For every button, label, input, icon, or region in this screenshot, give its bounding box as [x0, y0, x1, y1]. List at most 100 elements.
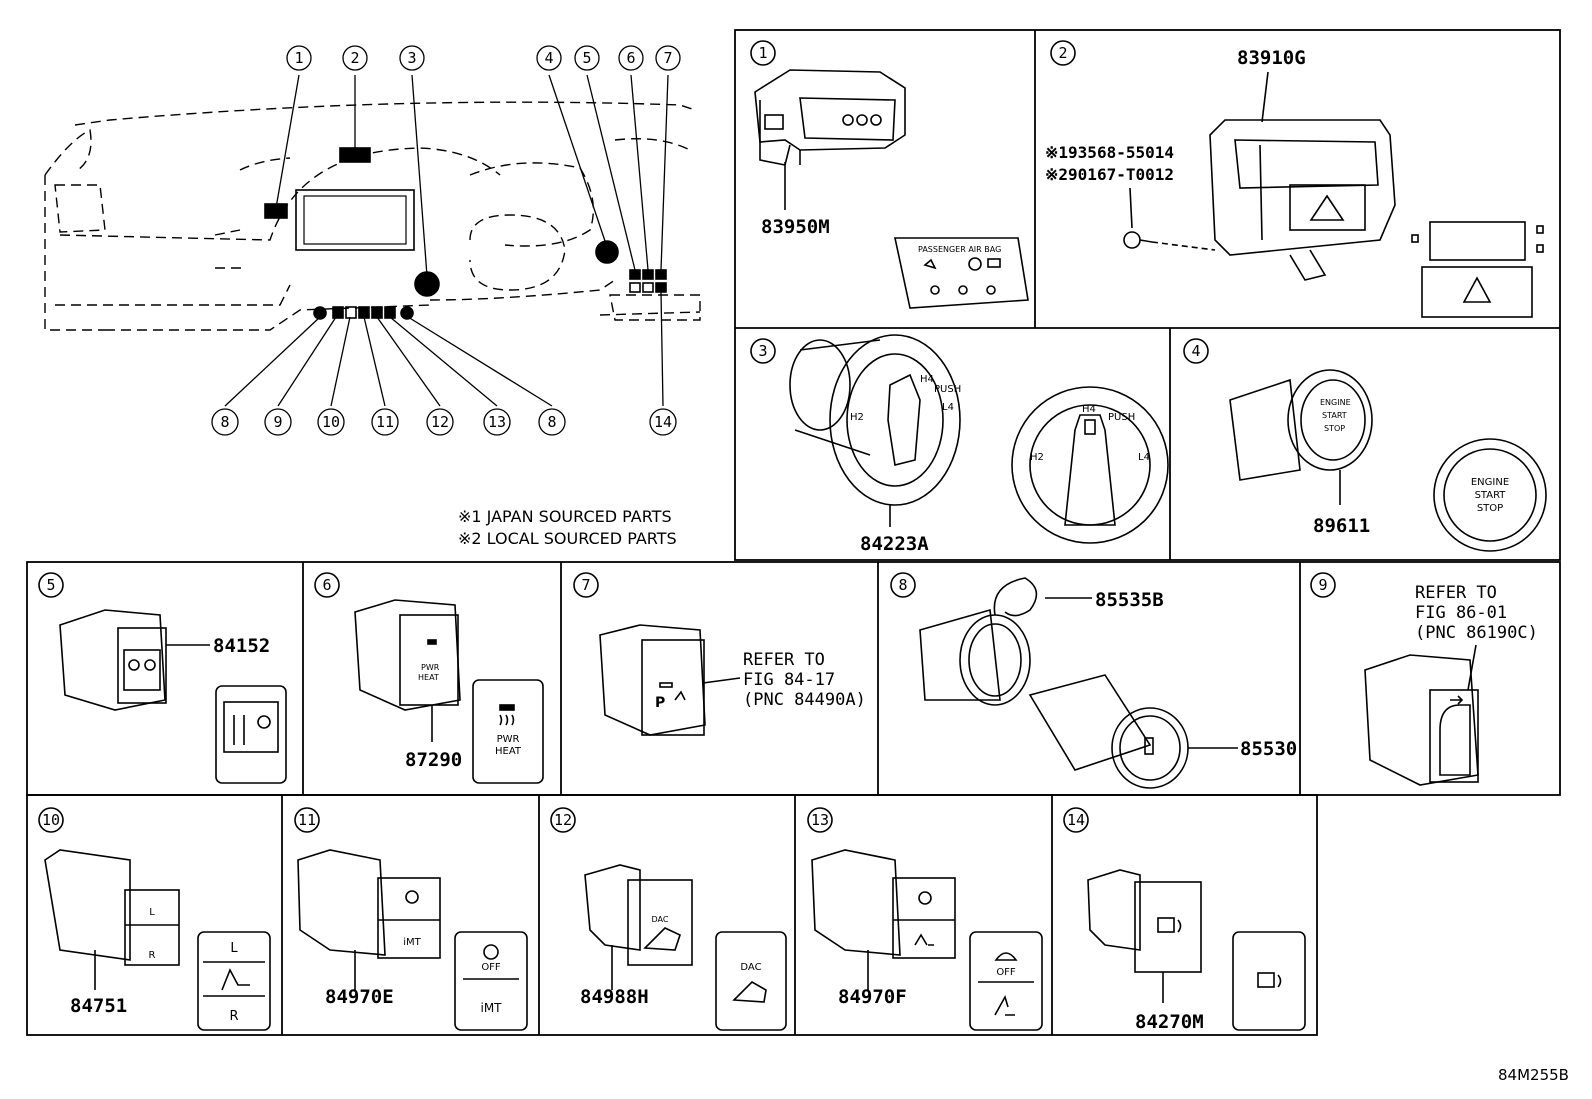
svg-text:6: 6	[322, 576, 331, 594]
svg-text:L: L	[149, 907, 155, 918]
svg-text:10: 10	[322, 413, 340, 431]
svg-text:84270M: 84270M	[1135, 1011, 1204, 1033]
callout-row-bottom: 8 9 10 11 12 13 8 14	[211, 408, 677, 436]
svg-text:H2: H2	[1030, 452, 1044, 463]
panel-9: 9 REFER TO FIG 86-01 (PNC 86190C)	[1310, 572, 1538, 786]
engine-start-button-assembly: ENGINE START STOP	[1229, 369, 1373, 481]
svg-text:OFF: OFF	[481, 962, 501, 973]
svg-text:PUSH: PUSH	[934, 384, 961, 395]
svg-text:9: 9	[1318, 576, 1327, 594]
transfer-knob-detail: H4 PUSH H2 L4	[1011, 386, 1169, 544]
panel-frames	[26, 29, 1561, 1036]
svg-text:2: 2	[350, 49, 359, 67]
svg-text:ENGINE: ENGINE	[1471, 477, 1509, 488]
svg-text:※193568-55014: ※193568-55014	[1045, 143, 1174, 162]
callout-row-top: 1 2 3 4 5 6 7	[286, 45, 681, 71]
panel-14: 14 84270M	[1063, 807, 1306, 1033]
svg-text:8: 8	[898, 576, 907, 594]
svg-text:89611: 89611	[1313, 515, 1370, 537]
rear-defogger-switch	[1087, 869, 1202, 973]
svg-text:※290167-T0012: ※290167-T0012	[1045, 165, 1174, 184]
sourcing-notes: ※1 JAPAN SOURCED PARTS ※2 LOCAL SOURCED …	[458, 507, 677, 548]
svg-text:83950M: 83950M	[761, 216, 830, 238]
svg-text:14: 14	[1067, 811, 1085, 829]
screw-icon	[1123, 231, 1153, 249]
svg-text:87290: 87290	[405, 749, 462, 771]
panel-2: 2 83910G ※193568-55014 ※290167-T0012	[1045, 40, 1544, 318]
svg-text:L: L	[230, 941, 238, 956]
svg-text:2: 2	[1058, 44, 1067, 62]
svg-text:START: START	[1322, 411, 1347, 420]
svg-text:1: 1	[758, 44, 767, 62]
svg-text:10: 10	[42, 811, 60, 829]
svg-text:4: 4	[1191, 342, 1200, 360]
svg-text:DAC: DAC	[652, 915, 669, 924]
figure-id: 84M255B	[1498, 1066, 1569, 1084]
svg-text:12: 12	[554, 811, 572, 829]
svg-text:HEAT: HEAT	[495, 746, 522, 757]
svg-text:L4: L4	[1138, 452, 1150, 463]
svg-text:R: R	[149, 950, 156, 961]
dashboard-overview: 1 2 3 4 5 6 7 8 9 10 11 12 13 8 14	[44, 45, 701, 436]
panel-10: 10 L R 84751 L R	[38, 807, 271, 1031]
usb-port	[1364, 654, 1479, 786]
svg-text:H2: H2	[850, 412, 864, 423]
svg-text:PWR: PWR	[421, 663, 440, 672]
transfer-selector-assembly: H4 PUSH L4 H2	[789, 334, 961, 506]
svg-text:11: 11	[376, 413, 394, 431]
svg-text:PWR: PWR	[497, 734, 520, 745]
svg-text:(PNC 86190C): (PNC 86190C)	[1415, 623, 1538, 643]
headlamp-leveling-detail	[215, 685, 287, 784]
svg-text:ENGINE: ENGINE	[1320, 398, 1351, 407]
svg-text:1: 1	[294, 49, 303, 67]
panel-3: 3 H4 PUSH L4 H2 84223A H4 PUSH H2 L4	[750, 334, 1169, 555]
svg-text:84152: 84152	[213, 635, 270, 657]
svg-text:PUSH: PUSH	[1108, 412, 1135, 423]
hazard-switch-detail	[1411, 221, 1544, 318]
svg-text:DAC: DAC	[740, 962, 761, 973]
power-outlet-cap	[1028, 674, 1189, 789]
svg-text:R: R	[229, 1009, 238, 1024]
traction-control-switch	[811, 849, 956, 959]
power-outlet-socket	[919, 577, 1038, 706]
svg-text:FIG 84-17: FIG 84-17	[743, 670, 835, 690]
svg-text:H4: H4	[1082, 404, 1096, 415]
panel-5: 5 84152	[38, 572, 287, 784]
airbag-label-detail: PASSENGER AIR BAG	[894, 237, 1029, 309]
svg-text:4: 4	[544, 49, 553, 67]
passenger-airbag-indicator	[754, 69, 906, 210]
svg-text:84751: 84751	[70, 995, 127, 1017]
panel-12: 12 DAC 84988H DAC	[550, 807, 787, 1031]
panel-11: 11 iMT 84970E OFF iMT	[294, 807, 528, 1031]
svg-text:FIG 86-01: FIG 86-01	[1415, 603, 1507, 623]
traction-control-detail: OFF	[969, 931, 1043, 1031]
seat-heater-switch: L R	[44, 849, 180, 966]
svg-text:3: 3	[407, 49, 416, 67]
svg-text:6: 6	[626, 49, 635, 67]
svg-text:84988H: 84988H	[580, 986, 649, 1008]
panel-7: 7 P REFER TO FIG 84-17 (PNC 84490A)	[573, 572, 866, 736]
svg-text:84970F: 84970F	[838, 986, 907, 1008]
svg-text:REFER TO: REFER TO	[743, 650, 825, 670]
svg-text:5: 5	[582, 49, 591, 67]
parking-sensor-switch: P	[599, 624, 706, 736]
svg-text:7: 7	[663, 49, 672, 67]
svg-text:84223A: 84223A	[860, 533, 929, 555]
dac-switch: DAC	[584, 864, 693, 966]
panel-1: 1 83950M PASSENGER AIR BAG	[750, 40, 1029, 309]
power-heat-detail: PWR HEAT	[472, 679, 544, 784]
svg-text:84970E: 84970E	[325, 986, 394, 1008]
svg-text:iMT: iMT	[403, 937, 421, 948]
panel-6: 6 PWR HEAT 87290 PWR HEAT	[314, 572, 544, 784]
svg-text:L4: L4	[942, 402, 954, 413]
svg-text:P: P	[655, 695, 665, 711]
svg-text:STOP: STOP	[1477, 503, 1503, 514]
svg-text:PASSENGER AIR BAG: PASSENGER AIR BAG	[918, 245, 1001, 254]
panel-13: 13 84970F OFF	[807, 807, 1043, 1031]
svg-text:3: 3	[758, 342, 767, 360]
svg-text:11: 11	[298, 811, 316, 829]
svg-text:H4: H4	[920, 374, 934, 385]
svg-text:85530: 85530	[1240, 738, 1297, 760]
svg-text:8: 8	[547, 413, 556, 431]
svg-text:83910G: 83910G	[1237, 47, 1306, 69]
